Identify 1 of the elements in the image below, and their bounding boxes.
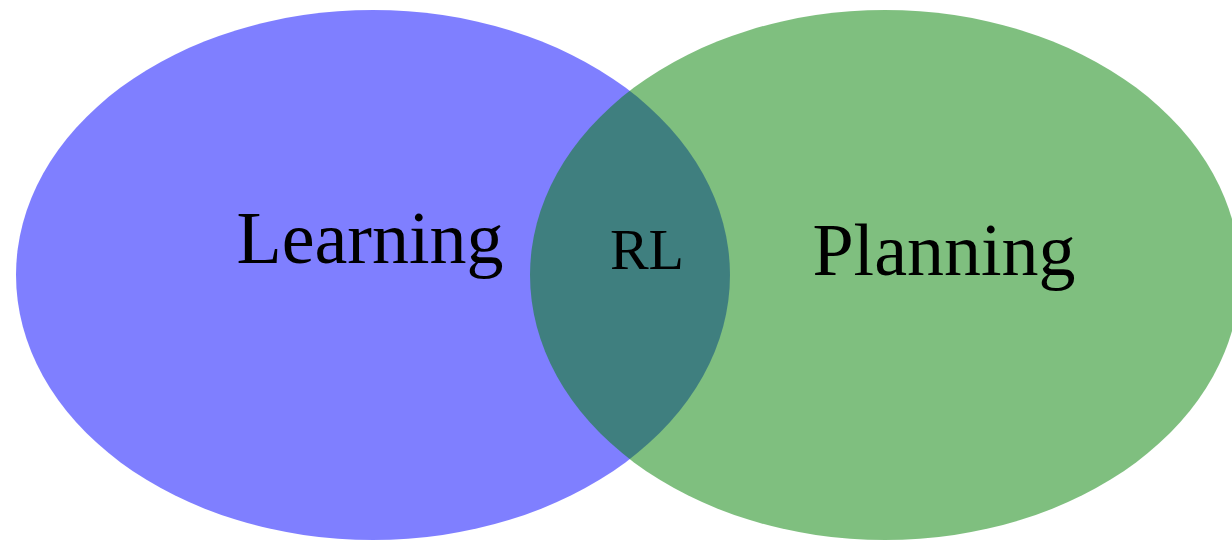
intersection-label: RL bbox=[609, 221, 685, 279]
